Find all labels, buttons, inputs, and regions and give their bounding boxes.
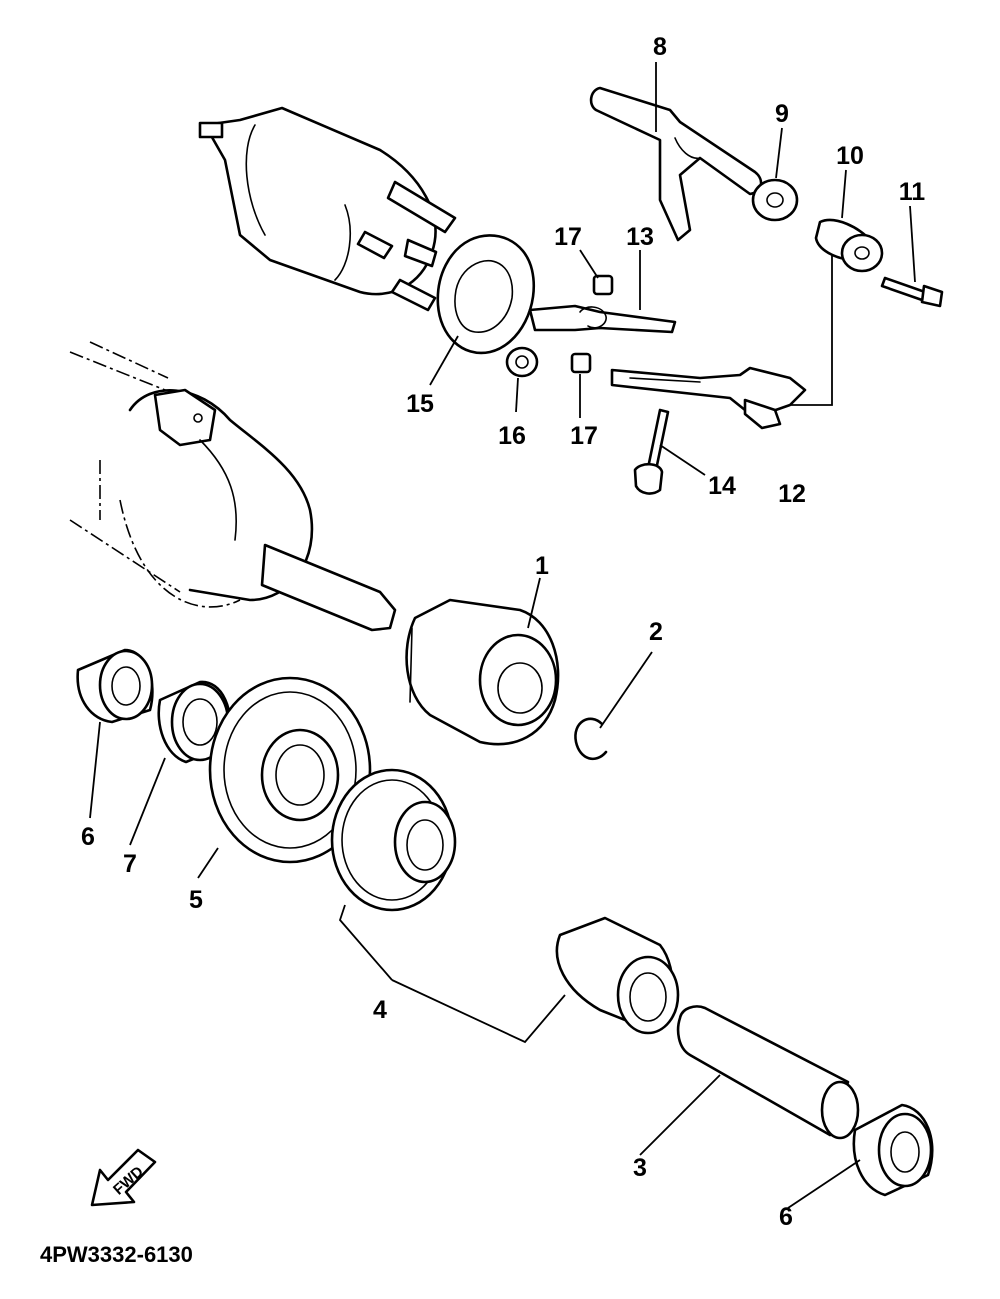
starter-clutch-1 [405, 598, 560, 746]
starter-motor-outline [69, 341, 397, 632]
forward-direction-arrow-icon: FWD [90, 1148, 157, 1207]
bolt-11 [880, 276, 944, 308]
circlip-2 [574, 717, 608, 761]
leader-lines [89, 62, 916, 1209]
callout-11: 11 [899, 178, 926, 206]
spring-cap-17-lower [570, 352, 592, 374]
washer-9 [751, 178, 799, 222]
callout-7: 7 [123, 850, 137, 878]
collar-10 [814, 218, 884, 273]
callout-15: 15 [406, 390, 434, 418]
callout-13: 13 [626, 223, 654, 251]
callout-17-upper: 17 [554, 223, 582, 251]
callout-10: 10 [836, 142, 864, 170]
bearing-6-left [76, 648, 154, 724]
callout-14: 14 [708, 472, 736, 500]
callout-labels: 1 2 3 4 5 6 6 7 8 9 10 11 12 13 14 15 16… [81, 33, 925, 1231]
bearing-6-right [852, 1103, 934, 1197]
shift-fork-8 [589, 86, 763, 242]
callout-9: 9 [775, 100, 789, 128]
shift-lever-12 [610, 366, 807, 430]
callout-5: 5 [189, 886, 203, 914]
idle-gear-5 [208, 676, 372, 864]
gasket-15 [436, 234, 535, 355]
spring-cap-17-upper [592, 274, 614, 296]
callout-17-lower: 17 [570, 422, 598, 450]
callout-3: 3 [633, 1154, 647, 1182]
nut-16 [505, 346, 539, 378]
callout-16: 16 [498, 422, 526, 450]
callout-6-right: 6 [779, 1203, 793, 1231]
splined-sleeve [555, 916, 680, 1035]
callout-8: 8 [653, 33, 667, 61]
callout-6-left: 6 [81, 823, 95, 851]
callout-1: 1 [535, 552, 549, 580]
bolt-14 [633, 408, 670, 495]
spring-plate-13 [528, 304, 677, 334]
part-number-code: 4PW3332-6130 [40, 1242, 193, 1267]
callout-2: 2 [649, 618, 663, 646]
callout-4: 4 [373, 996, 387, 1024]
starter-relay [198, 106, 457, 312]
shaft-3 [676, 1005, 860, 1140]
callout-12: 12 [778, 480, 806, 508]
idler-gear-4 [330, 768, 457, 912]
